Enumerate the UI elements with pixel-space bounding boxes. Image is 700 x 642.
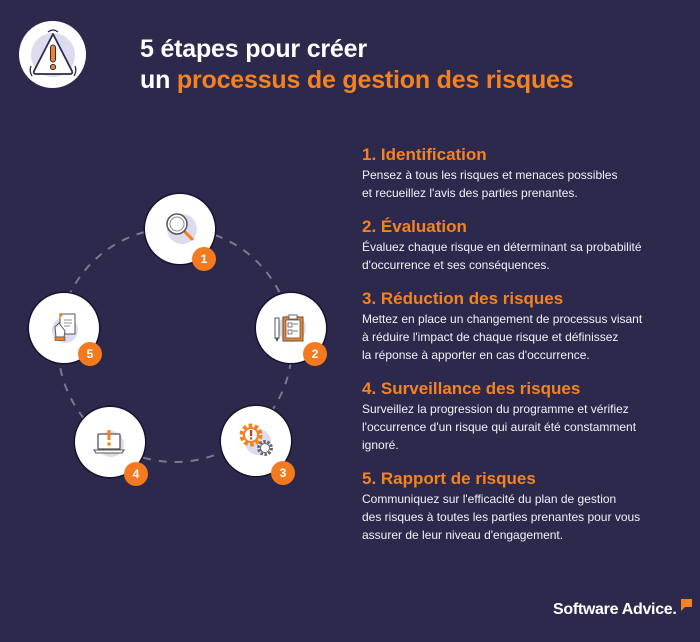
title-line-1: 5 étapes pour créer bbox=[140, 35, 367, 63]
step-description: Pensez à tous les risques et menaces pos… bbox=[362, 168, 618, 200]
step-badge-4: 4 bbox=[124, 462, 148, 486]
step-description: Mettez en place un changement de process… bbox=[362, 312, 643, 362]
step-4: 4. Surveillance des risques Surveillez l… bbox=[362, 378, 662, 454]
title-line-2: un processus de gestion des risques bbox=[140, 66, 574, 94]
software-advice-logo: Software Advice. bbox=[553, 599, 692, 619]
step-badge-5: 5 bbox=[78, 342, 102, 366]
step-description: Évaluez chaque risque en déterminant sa … bbox=[362, 240, 642, 272]
step-title: 1. Identification bbox=[362, 145, 487, 164]
step-2: 2. Évaluation Évaluez chaque risque en d… bbox=[362, 216, 662, 274]
laptop-alert-icon bbox=[92, 430, 126, 457]
step-badge-2: 2 bbox=[303, 342, 327, 366]
cycle-dashed-ring bbox=[57, 227, 293, 463]
step-3: 3. Réduction des risques Mettez en place… bbox=[362, 288, 662, 364]
step-title: 3. Réduction des risques bbox=[362, 289, 564, 308]
step-badge-3: 3 bbox=[271, 461, 295, 485]
magnifying-glass-icon bbox=[166, 213, 197, 244]
step-description: Surveillez la progression du programme e… bbox=[362, 402, 637, 452]
page-title: 5 étapes pour créer un processus de gest… bbox=[140, 34, 574, 96]
step-1: 1. Identification Pensez à tous les risq… bbox=[362, 144, 662, 202]
speech-bubble-icon bbox=[680, 599, 692, 611]
step-description: Communiquez sur l'efficacité du plan de … bbox=[362, 492, 641, 542]
clipboard-checklist-icon bbox=[274, 314, 306, 342]
gears-alert-icon bbox=[239, 423, 273, 456]
hand-document-icon bbox=[52, 313, 78, 343]
step-5: 5. Rapport de risques Communiquez sur l'… bbox=[362, 468, 662, 544]
step-badge-1: 1 bbox=[192, 247, 216, 271]
step-title: 5. Rapport de risques bbox=[362, 469, 536, 488]
steps-list: 1. Identification Pensez à tous les risq… bbox=[362, 144, 662, 558]
title-accent: processus de gestion des risques bbox=[176, 66, 574, 94]
step-title: 2. Évaluation bbox=[362, 217, 467, 236]
step-title: 4. Surveillance des risques bbox=[362, 379, 581, 398]
warning-triangle-icon bbox=[19, 21, 86, 88]
